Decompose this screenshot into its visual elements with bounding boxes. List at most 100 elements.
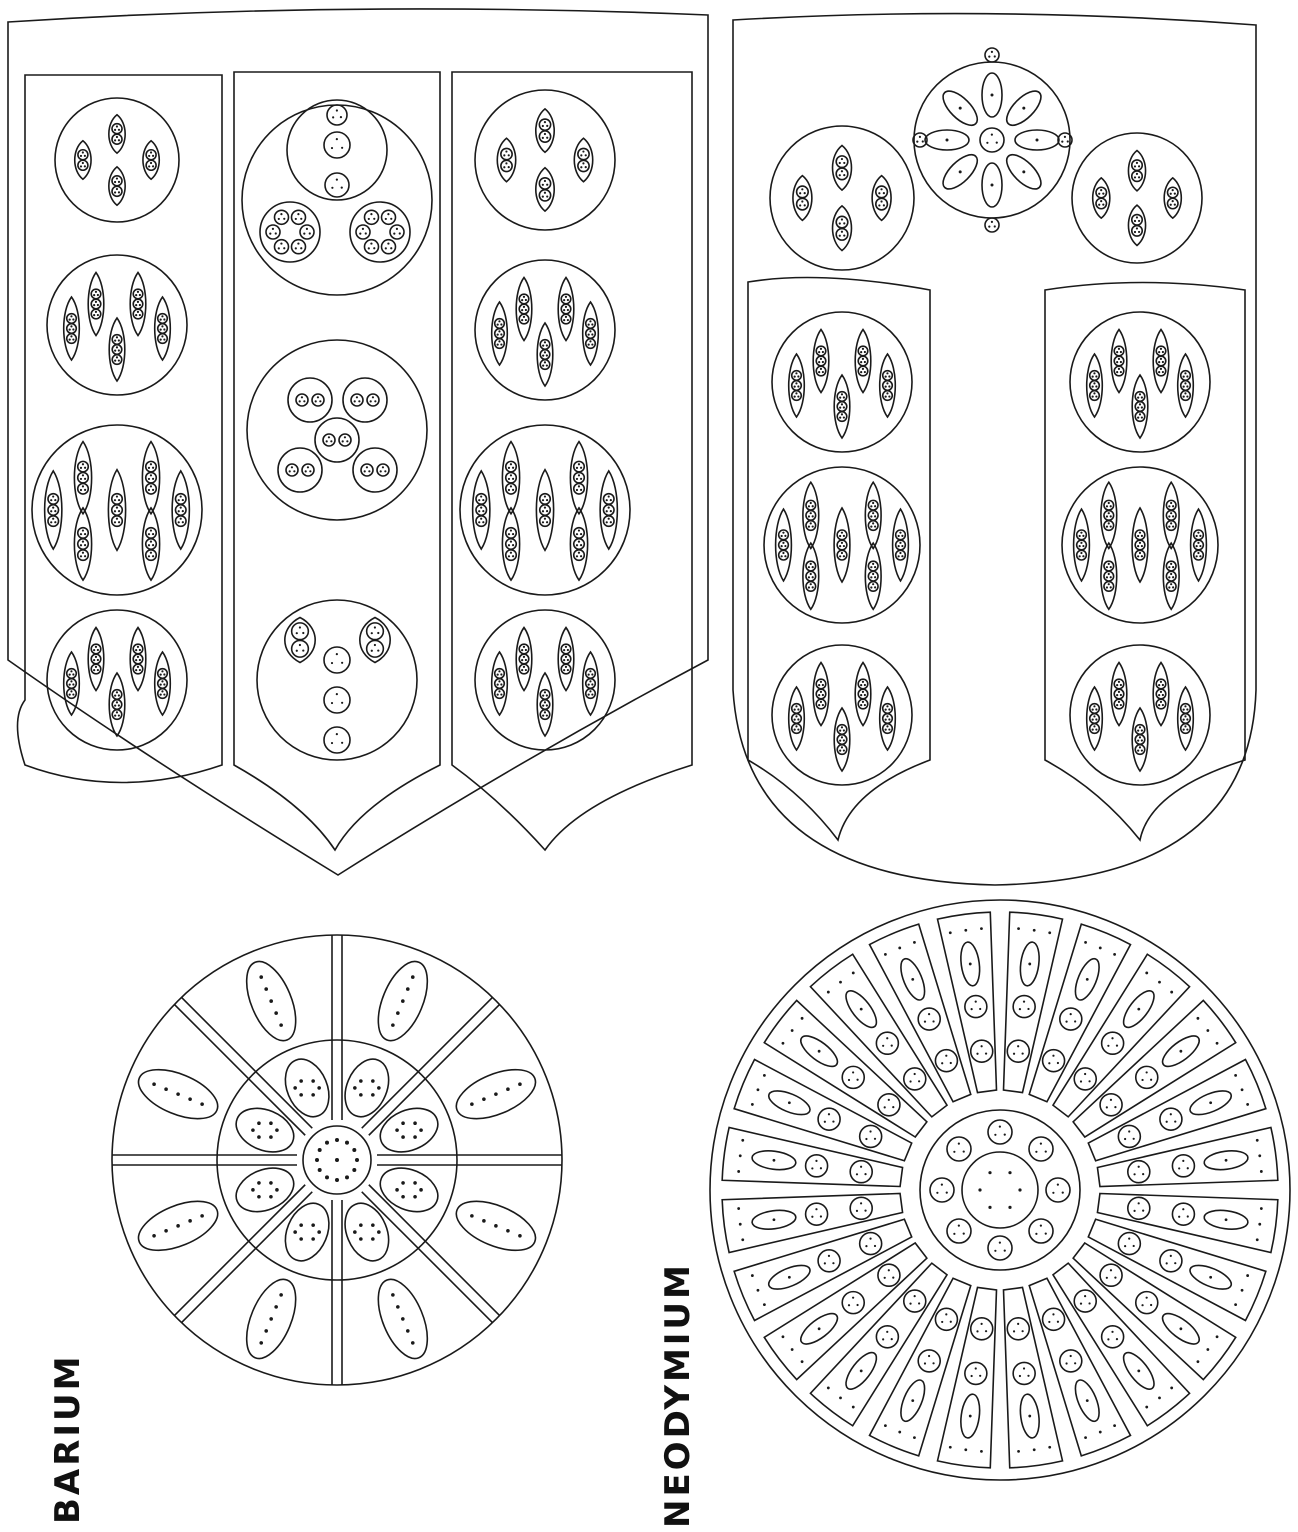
- dot: [801, 1360, 804, 1363]
- sub-body: [837, 725, 847, 735]
- dot: [372, 396, 374, 398]
- dot: [326, 440, 328, 442]
- dot: [97, 659, 99, 661]
- dot: [72, 328, 74, 330]
- dot: [544, 361, 546, 363]
- dot: [278, 247, 280, 249]
- dot: [116, 188, 118, 190]
- dot: [852, 1406, 855, 1409]
- dot: [498, 680, 500, 682]
- dot: [1116, 694, 1118, 696]
- dot: [1048, 1446, 1051, 1449]
- dot: [148, 544, 150, 546]
- dot: [371, 1223, 375, 1227]
- dot: [510, 552, 512, 554]
- dot: [1199, 545, 1201, 547]
- dot: [1197, 532, 1199, 534]
- sub-body: [883, 724, 893, 734]
- dot: [72, 693, 74, 695]
- dot: [565, 656, 567, 658]
- dot: [969, 1415, 972, 1418]
- dot: [1166, 1262, 1168, 1264]
- sub-body: [1136, 1292, 1158, 1314]
- dot: [544, 192, 546, 194]
- sub-body: [78, 150, 88, 160]
- sub-body: [91, 299, 101, 309]
- dot: [1168, 576, 1170, 578]
- dot: [82, 485, 84, 487]
- dot: [279, 1023, 283, 1027]
- dot: [981, 1045, 983, 1047]
- dot: [148, 165, 150, 167]
- sub-body: [146, 150, 156, 160]
- dot: [118, 510, 120, 512]
- dot: [1040, 1142, 1042, 1144]
- sub-body: [339, 434, 351, 446]
- sub-body: [539, 131, 550, 142]
- sub-body: [586, 679, 596, 689]
- dot: [788, 1101, 791, 1104]
- dot: [84, 489, 86, 491]
- dot: [542, 355, 544, 357]
- dot: [860, 1202, 862, 1204]
- dot: [919, 136, 921, 138]
- dot: [964, 929, 967, 932]
- dot: [1137, 545, 1139, 547]
- dot: [801, 188, 803, 190]
- dot: [331, 662, 333, 664]
- dot: [782, 1335, 785, 1338]
- sub-body: [495, 689, 505, 699]
- sub-body: [883, 704, 893, 714]
- sub-body: [361, 464, 373, 476]
- dot: [525, 659, 527, 661]
- dot: [841, 413, 843, 415]
- sub-body: [806, 1203, 828, 1225]
- sub-body: [112, 186, 122, 196]
- dot: [580, 544, 582, 546]
- dot: [576, 467, 578, 469]
- dot: [818, 351, 820, 353]
- funnel-disk: [55, 98, 179, 222]
- dot: [1084, 1073, 1086, 1075]
- dot: [161, 670, 163, 672]
- dot: [924, 1021, 926, 1023]
- sub-body: [1090, 714, 1100, 724]
- dot: [911, 978, 914, 981]
- sub-body: [158, 334, 168, 344]
- dot: [909, 1303, 911, 1305]
- sub-body: [302, 464, 314, 476]
- dot: [1052, 1192, 1054, 1194]
- dot: [318, 1168, 322, 1172]
- dot: [563, 319, 565, 321]
- dot: [1186, 718, 1188, 720]
- cluster: [288, 378, 332, 422]
- sub-body: [133, 309, 143, 319]
- sub-body: [1060, 1008, 1082, 1030]
- dot: [1057, 1184, 1059, 1186]
- sub-body: [1181, 391, 1191, 401]
- dot: [1118, 701, 1120, 703]
- dot: [588, 684, 590, 686]
- dot: [1184, 725, 1186, 727]
- sub-body: [292, 623, 309, 640]
- dot: [478, 521, 480, 523]
- dot: [139, 659, 141, 661]
- dot: [822, 684, 824, 686]
- sub-body: [78, 472, 89, 483]
- dot: [810, 573, 812, 575]
- dot: [546, 125, 548, 127]
- dot: [795, 725, 797, 727]
- sub-body: [837, 402, 847, 412]
- dot: [810, 512, 812, 514]
- dot: [784, 535, 786, 537]
- dot: [918, 1080, 920, 1082]
- barium-label: BARIUM: [48, 1353, 88, 1524]
- sub-body: [1166, 500, 1176, 510]
- dot: [580, 154, 582, 156]
- sub-body: [112, 355, 122, 365]
- dot: [1170, 573, 1172, 575]
- dot: [295, 247, 297, 249]
- dot: [97, 314, 99, 316]
- dot: [116, 356, 118, 358]
- dot: [576, 533, 578, 535]
